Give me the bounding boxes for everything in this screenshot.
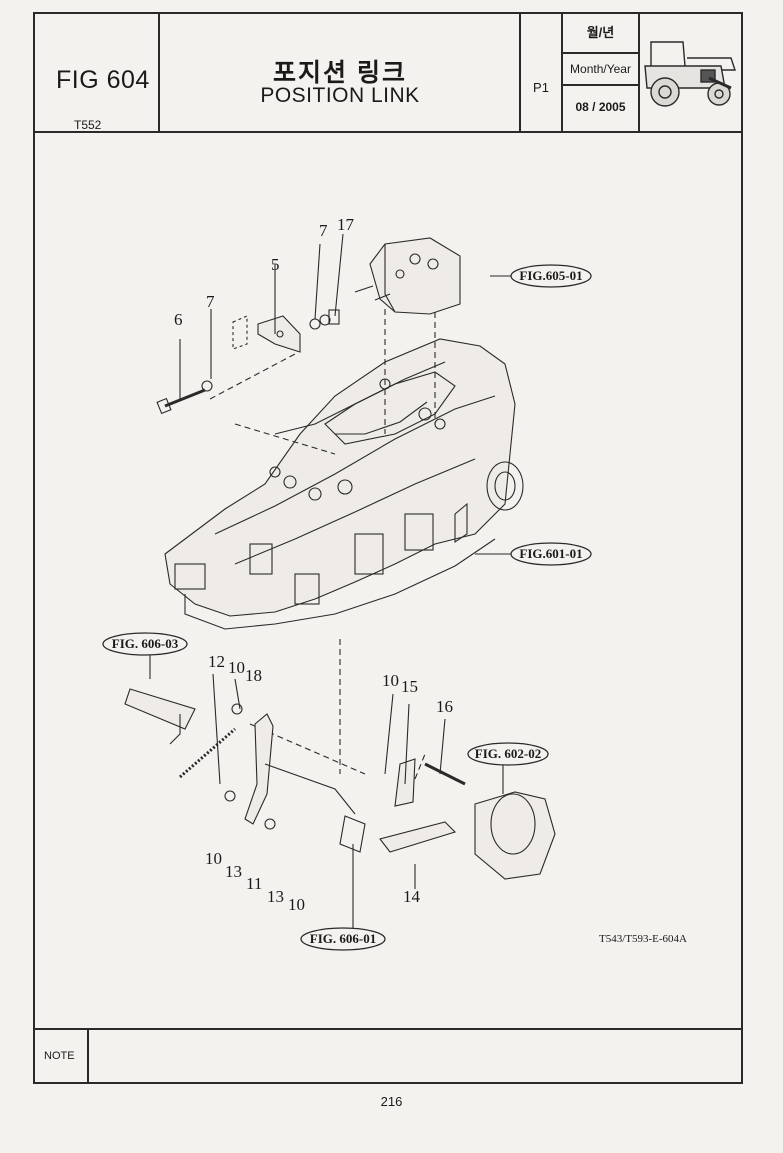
spring-part-12 <box>179 727 236 779</box>
page-label: P1 <box>533 80 549 95</box>
header-col-4 <box>638 12 640 132</box>
fig-ref-602-02: FIG. 602-02 <box>475 746 541 761</box>
page-frame <box>33 12 743 1084</box>
title-korean: 포지션 링크 <box>273 59 407 87</box>
part-label: 10 <box>228 658 245 677</box>
model-code: T552 <box>74 118 102 132</box>
part-label: 14 <box>403 887 421 906</box>
header-divider <box>33 131 743 133</box>
title-english: POSITION LINK <box>260 84 420 107</box>
exploded-parts-diagram: FIG.605-01 FIG.601-01 FIG. 606-03 FIG. 6… <box>102 215 687 951</box>
shaft-part-fig606-03 <box>124 688 196 730</box>
part-label: 7 <box>319 221 328 240</box>
note-label: NOTE <box>44 1050 75 1062</box>
part-label: 6 <box>174 310 183 329</box>
fig-ref-605-01: FIG.605-01 <box>519 268 582 283</box>
cam-part-fig602-02 <box>474 791 556 880</box>
pin-part-16 <box>424 762 466 786</box>
figure-number: FIG 604 <box>56 66 150 94</box>
lever-part-11 <box>244 713 274 825</box>
fig-ref-606-01: FIG. 606-01 <box>310 931 376 946</box>
page-number: 216 <box>380 1094 403 1109</box>
header-col-2 <box>519 12 521 132</box>
header-col-1 <box>158 12 160 132</box>
part-label: 10 <box>288 895 305 914</box>
tractor-icon <box>644 41 736 107</box>
part-label: 7 <box>206 292 215 311</box>
part-label: 17 <box>337 215 355 234</box>
bolt-part-6 <box>164 388 206 408</box>
fig-ref-601-01: FIG.601-01 <box>519 546 582 561</box>
month-year-row-2 <box>561 84 639 86</box>
part-label: 10 <box>382 671 399 690</box>
part-label: 15 <box>401 677 418 696</box>
note-divider <box>33 1028 743 1030</box>
part-label: 12 <box>208 652 225 671</box>
part-label: 10 <box>205 849 222 868</box>
note-col <box>87 1028 89 1084</box>
part-label: 5 <box>271 255 280 274</box>
plate-part-14 <box>379 821 457 853</box>
part-label: 18 <box>245 666 262 685</box>
part-label: 16 <box>436 697 453 716</box>
part-label: 11 <box>246 874 262 893</box>
rear-housing <box>164 338 516 617</box>
fig-ref-606-03: FIG. 606-03 <box>112 636 179 651</box>
part-label: 13 <box>267 887 284 906</box>
header-col-3 <box>561 12 563 132</box>
month-year-label: Month/Year <box>570 62 631 76</box>
part-label: 13 <box>225 862 242 881</box>
month-year-value: 08 / 2005 <box>575 100 626 114</box>
month-year-korean: 월/년 <box>586 25 615 40</box>
bracket-part-5 <box>257 315 301 353</box>
month-year-row-1 <box>561 52 639 54</box>
valve-block <box>369 237 461 315</box>
drawing-code: T543/T593-E-604A <box>599 933 687 945</box>
